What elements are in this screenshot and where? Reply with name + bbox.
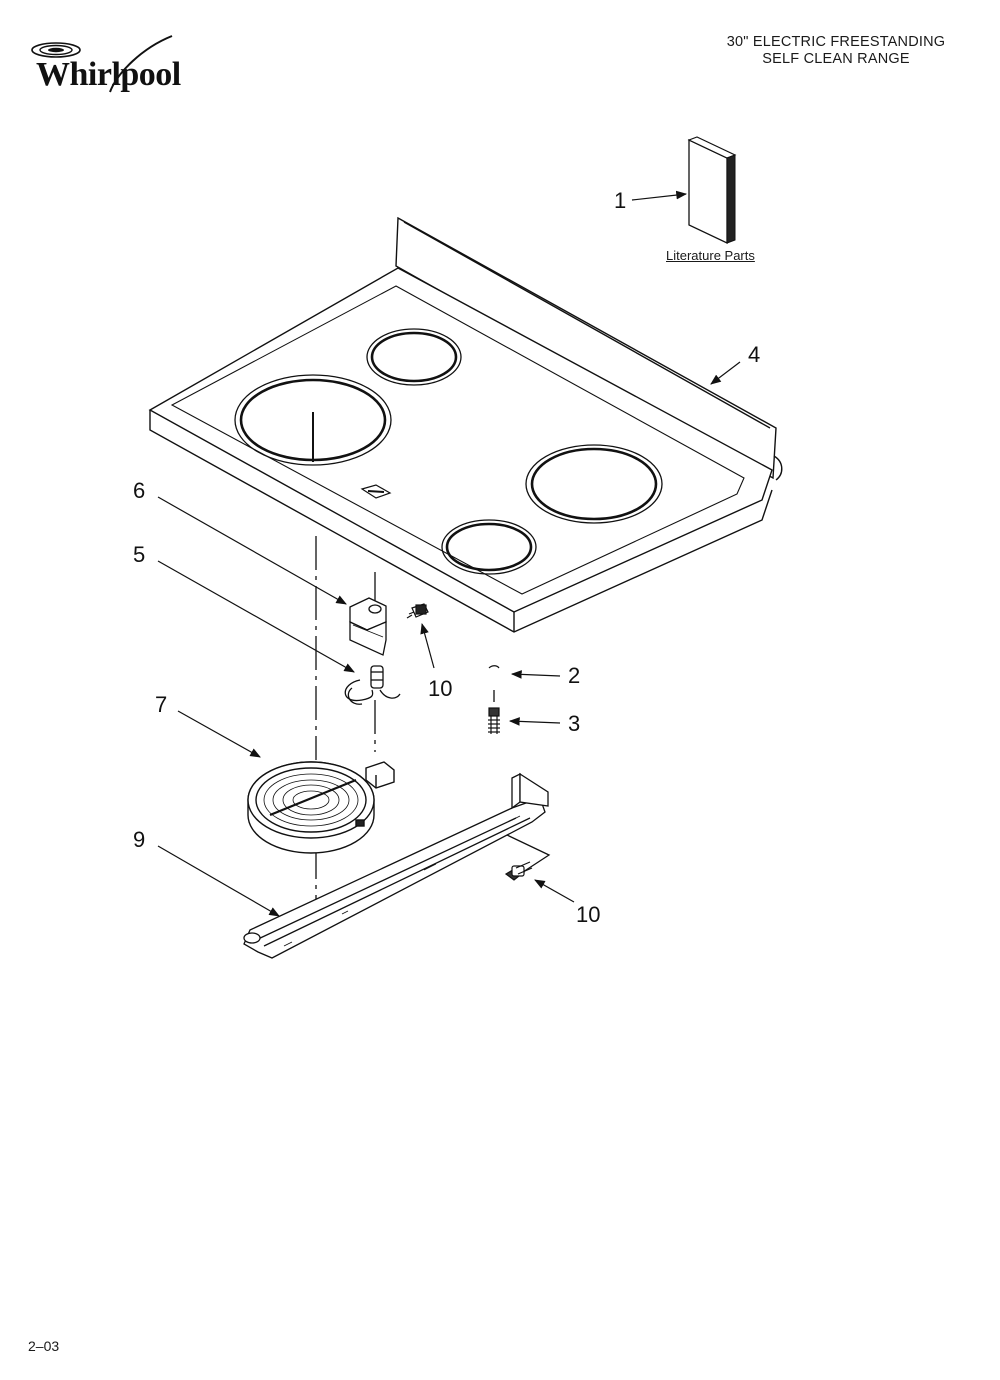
limiter-switch [344,665,401,705]
callout-2: 2 [568,663,581,688]
element-coil [263,773,359,827]
limiter-bracket [349,597,387,656]
brand-name: Whirlpool [36,56,181,93]
literature-parts-label: Literature Parts [666,248,755,263]
radiant-surface-element [247,761,395,854]
callout-5: 5 [133,542,146,567]
logo-swirl-icon [31,35,173,93]
page-title: 30" ELECTRIC FREESTANDING SELF CLEAN RAN… [706,34,966,68]
callout-7: 7 [155,692,168,717]
mounting-screw [488,707,500,734]
leader-lines [157,190,741,917]
support-screw [504,861,533,881]
callout-3: 3 [568,711,581,736]
callout-9: 9 [133,827,146,852]
bracket-slots [283,815,521,947]
element-support-bracket [243,772,549,959]
cooktop [148,216,783,633]
callout-10-support-screw: 10 [576,902,601,927]
callout-10-bracket-screw: 10 [428,676,453,701]
literature-parts-booklet [687,136,737,245]
page-code: 2–03 [28,1338,60,1354]
bracket-screw [406,603,429,619]
title-line-2: SELF CLEAN RANGE [762,51,910,67]
callout-1: 1 [614,188,627,213]
whirlpool-logo: Whirlpool [22,28,202,98]
clip-part [488,665,500,669]
title-line-1: 30" ELECTRIC FREESTANDING [726,34,946,50]
callout-4: 4 [748,342,761,367]
callout-6: 6 [133,478,146,503]
